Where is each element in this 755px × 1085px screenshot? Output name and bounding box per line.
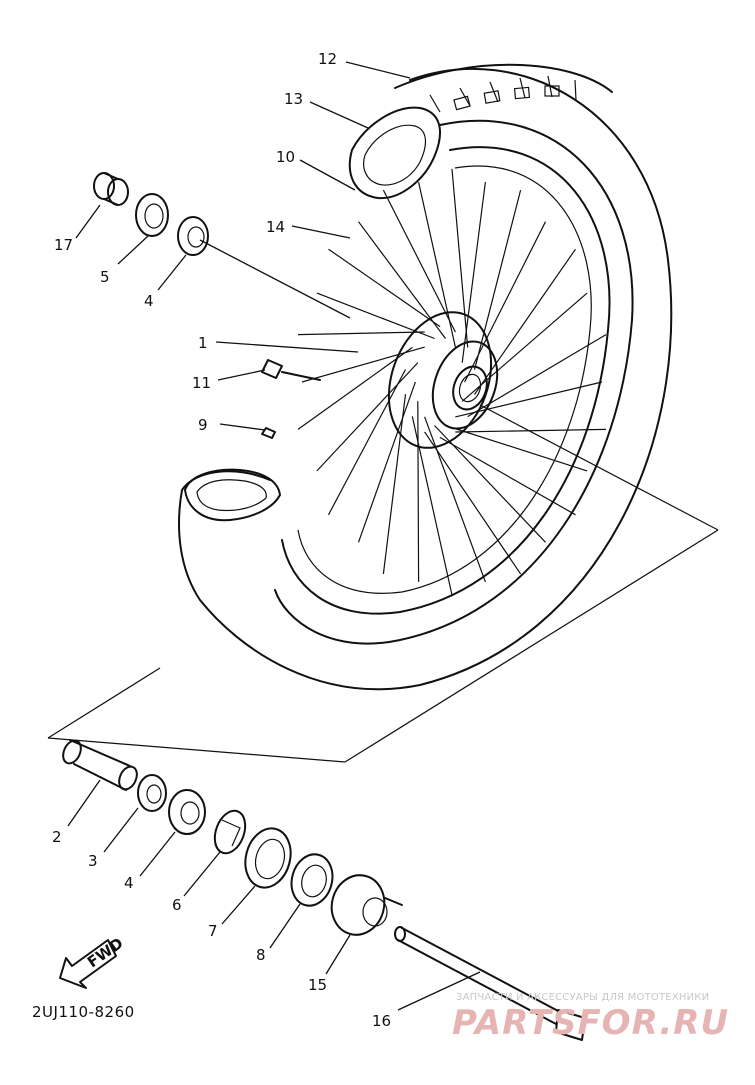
callout-3: 3 [88, 852, 98, 870]
spoke [461, 182, 486, 363]
spoke [417, 401, 420, 582]
callout-17: 17 [54, 236, 73, 254]
part-8-oil-seal [290, 853, 334, 907]
callout-1: 1 [198, 334, 208, 352]
callout-14: 14 [266, 218, 285, 236]
spoke [424, 416, 486, 583]
callout-12: 12 [318, 50, 337, 68]
spoke [455, 381, 603, 418]
part-6-retainer [213, 809, 247, 855]
part-16-axle [394, 926, 586, 1041]
spoke [445, 424, 588, 472]
spoke [439, 436, 576, 516]
fwd-label: FWD [84, 934, 126, 971]
spoke [382, 394, 407, 574]
tire-outline [178, 67, 673, 691]
spoke [328, 248, 441, 328]
spoke [316, 292, 435, 340]
callout-4-top: 4 [144, 292, 154, 310]
callout-11: 11 [192, 374, 211, 392]
diagram-code: 2UJ110-8260 [32, 1003, 135, 1021]
spoke [301, 346, 425, 383]
callout-numbers: 12 13 10 14 17 5 4 1 11 9 2 3 4 6 7 8 15… [52, 50, 391, 1030]
spoke [467, 334, 607, 418]
callout-16: 16 [372, 1012, 391, 1030]
tire-cross-section [184, 468, 281, 522]
spoke [316, 362, 419, 472]
callout-8: 8 [256, 946, 266, 964]
spoke [474, 248, 576, 395]
part-2-spacer [62, 739, 138, 791]
part-17-collar [93, 172, 129, 206]
callout-9: 9 [198, 416, 208, 434]
spoke [473, 189, 522, 370]
spoke [455, 428, 607, 433]
spoke [297, 346, 413, 430]
watermark-brand: PARTSFOR.RU [452, 1003, 730, 1043]
spoke [451, 168, 469, 348]
callout-15: 15 [308, 976, 327, 994]
spoke [357, 381, 416, 543]
part-15-meter-gear-unit [330, 874, 403, 936]
spoke [382, 189, 456, 333]
callout-2: 2 [52, 828, 62, 846]
part-4-bearing-top [177, 216, 209, 256]
spoke [464, 221, 547, 383]
callout-6: 6 [172, 896, 182, 914]
spoke [434, 425, 546, 543]
wheel-spokes [297, 168, 607, 596]
rim-inner [297, 165, 592, 594]
callout-10: 10 [276, 148, 295, 166]
fwd-arrow-icon: FWD [59, 934, 126, 989]
spoke [358, 221, 446, 339]
callout-4-bottom: 4 [124, 874, 134, 892]
leader-lines [67, 61, 481, 1011]
part-7-seal [244, 827, 292, 889]
part-3-oil-seal [137, 774, 167, 812]
spoke [411, 416, 453, 596]
exploded-axis-guide [47, 404, 719, 763]
part-5-oil-seal [135, 193, 169, 237]
callout-13: 13 [284, 90, 303, 108]
rim-outer [281, 146, 611, 615]
spoke [297, 331, 425, 336]
callout-5: 5 [100, 268, 110, 286]
tube-section [348, 106, 441, 200]
spoke [424, 431, 522, 575]
callout-7: 7 [208, 922, 218, 940]
part-4-bearing-bottom [168, 789, 206, 835]
spoke [327, 369, 407, 516]
wheel-assembly [178, 63, 673, 691]
watermark-tagline: ЗАПЧАСТИ И АКСЕССУАРЫ ДЛЯ МОТОТЕХНИКИ [456, 992, 710, 1003]
spoke [418, 181, 456, 348]
spoke [461, 292, 588, 402]
tire-tread [394, 63, 613, 113]
tire-inner-edge [274, 119, 634, 645]
